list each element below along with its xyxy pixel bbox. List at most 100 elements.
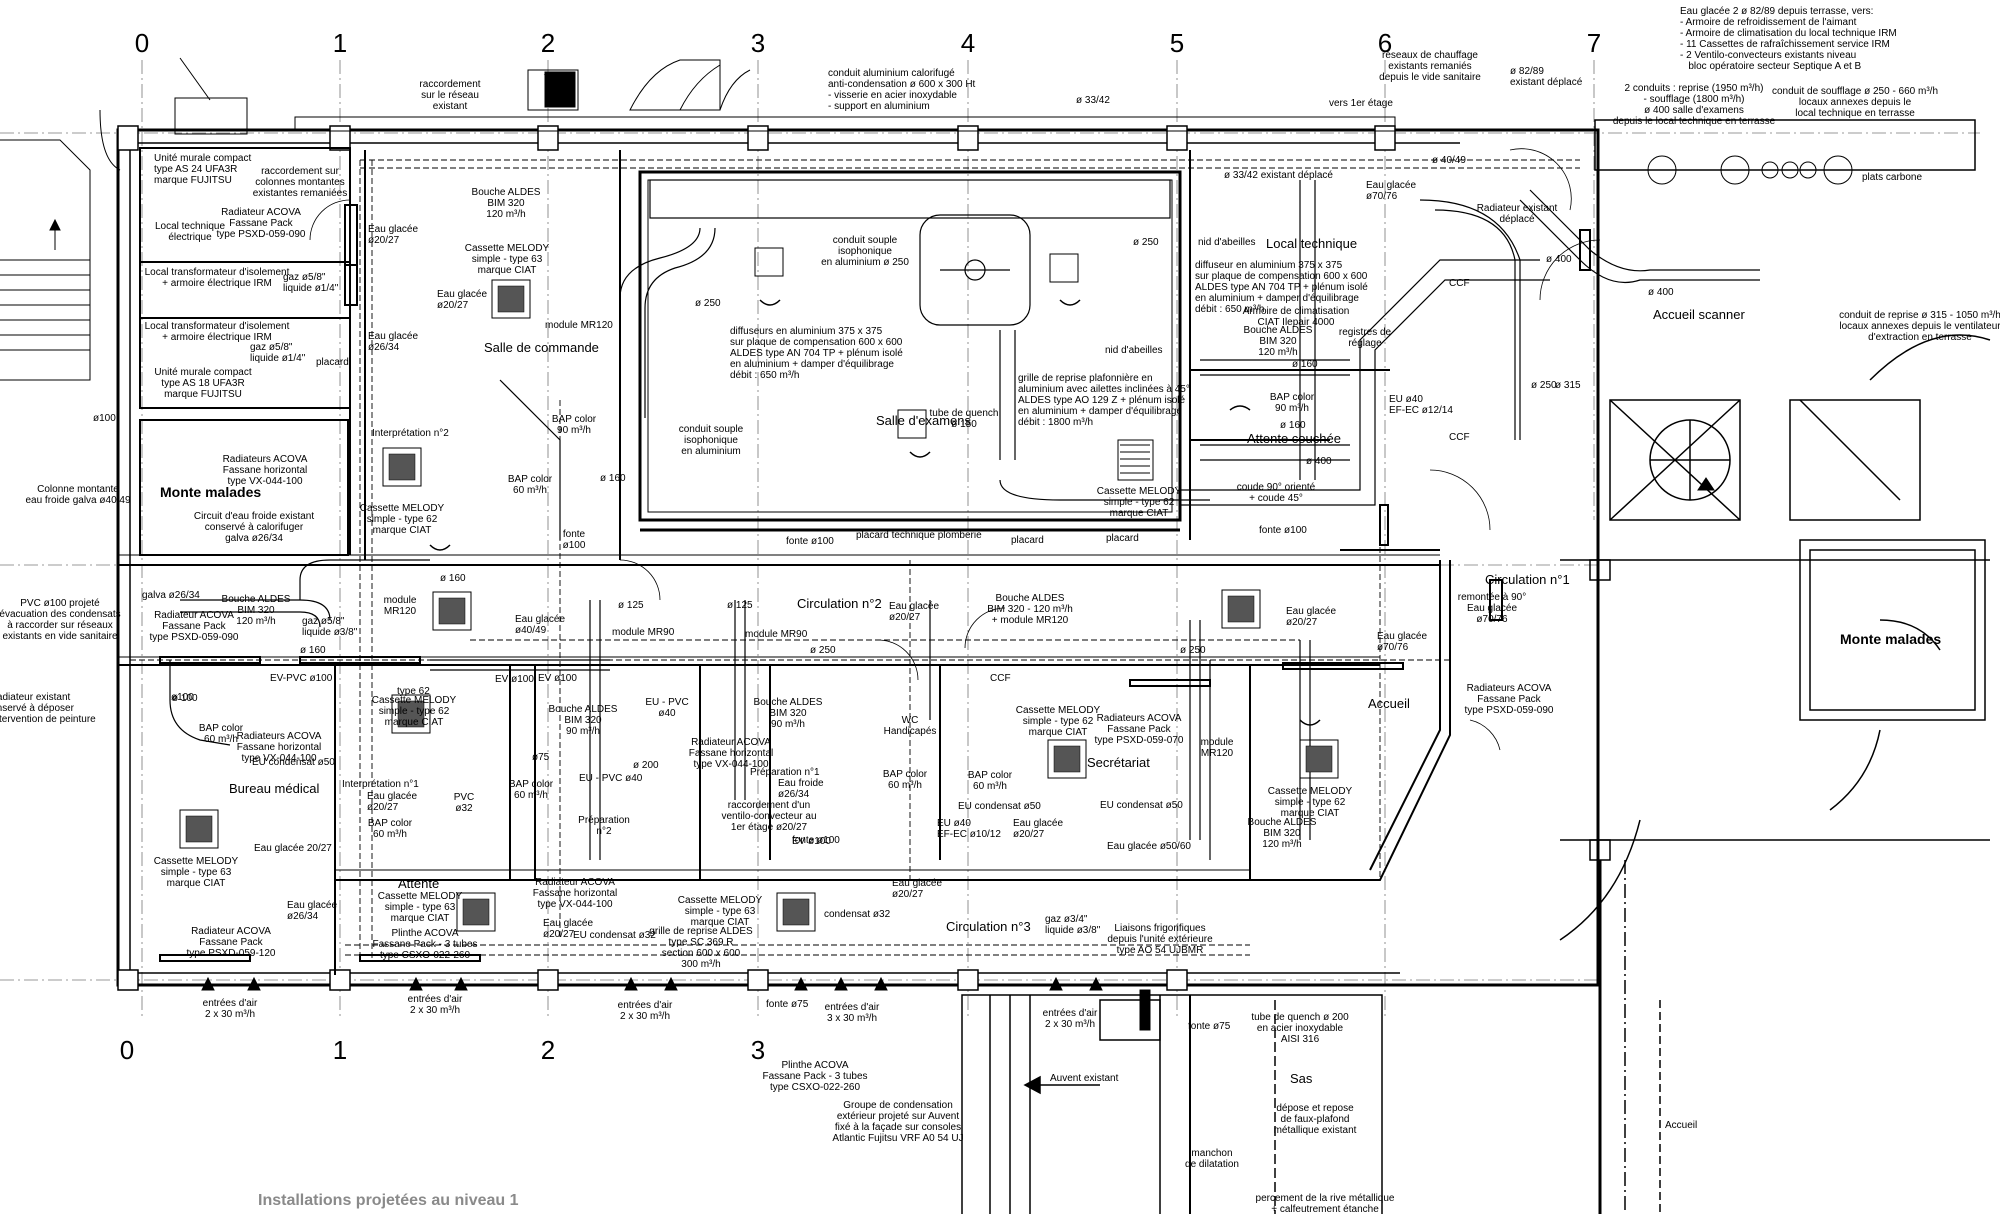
room-salle-commande: Salle de commande	[484, 340, 599, 355]
note-d250-e: ø 250	[695, 298, 721, 309]
axis-label-top-7: 7	[1586, 28, 1602, 58]
note-condensat-32: condensat ø32	[824, 909, 891, 920]
note-depose-repose: dépose et repose de faux-plafond métalli…	[1273, 1103, 1357, 1136]
radiators	[159, 204, 1591, 962]
note-eau-glacee-5060: Eau glacée ø50/60	[1107, 841, 1191, 852]
bold-markers	[544, 71, 1715, 1031]
room-circulation-2: Circulation n°2	[797, 596, 882, 611]
note-gaz38: gaz ø5/8" liquide ø3/8"	[302, 616, 358, 638]
note-conduit-souple-2: conduit souple isophonique en aluminium	[678, 424, 744, 457]
axis-label-bottom-3: 3	[750, 1035, 766, 1065]
note-ev100-c: EV ø100	[792, 836, 831, 847]
note-d200: ø 200	[633, 760, 659, 771]
note-d400a: ø 400	[1546, 254, 1572, 265]
room-bureau-medical: Bureau médical	[229, 781, 320, 796]
note-grille-reprise: grille de reprise plafonnière en alumini…	[1018, 373, 1190, 428]
drawing-title: Installations projetées au niveau 1	[258, 1192, 519, 1209]
note-radiateur-acova-1: Radiateur ACOVA Fassane Pack type PSXD-0…	[216, 207, 306, 240]
note-grille-reprise-sc: grille de reprise ALDES type SC 369 R se…	[649, 926, 753, 970]
note-d3342-dep: ø 33/42 existant déplacé	[1224, 170, 1333, 181]
axis-label-top-3: 3	[750, 28, 766, 58]
note-d250-f: ø 250	[1531, 380, 1557, 391]
note-bouche-aldes-g: Bouche ALDES BIM 320 - 120 m³/h + module…	[987, 593, 1073, 626]
note-module-mr90-a: module MR90	[612, 627, 675, 638]
note-fonte-75-a: fonte ø75	[766, 999, 809, 1010]
room-circulation-3: Circulation n°3	[946, 919, 1031, 934]
note-placard-2: placard	[1011, 535, 1044, 546]
note-placard-technique: placard technique plomberie	[856, 530, 982, 541]
note-eau-glacee-top: Eau glacée 2 ø 82/89 depuis terrasse, ve…	[1680, 6, 1897, 72]
note-cassette-1: Cassette MELODY simple - type 63 marque …	[464, 243, 550, 276]
note-cassette-6: Cassette MELODY simple - type 63 marque …	[677, 895, 763, 928]
room-interpretation-2: Interprétation n°2	[372, 428, 449, 439]
note-conduit-souple-1: conduit souple isophonique en aluminium …	[821, 235, 909, 268]
note-eu-condensat-c: EU condensat ø50	[1100, 800, 1183, 811]
note-unite-murale-2: Unité murale compact type AS 18 UFA3R ma…	[154, 367, 252, 400]
note-tube-quench: tube de quench ø 150	[929, 408, 999, 430]
room-local-technique: Local technique	[1266, 236, 1358, 251]
note-d75: ø75	[532, 752, 550, 763]
note-armoire-clim: Armoire de climatisation CIAT Ilepair 40…	[1242, 306, 1350, 328]
note-d160-e: ø 160	[600, 473, 626, 484]
note-cassette-5: Cassette MELODY simple - type 63 marque …	[377, 891, 463, 924]
note-nid-abeilles-1: nid d'abeilles	[1198, 237, 1256, 248]
interior-walls	[118, 150, 1451, 975]
note-d100: ø100	[93, 413, 116, 424]
note-auvent: Auvent existant	[1050, 1073, 1119, 1084]
note-eau-glacee-7076-b: Eau glacée ø70/76	[1377, 631, 1428, 653]
note-cassette-4: Cassette MELODY simple - type 63 marque …	[153, 856, 239, 889]
axis-label-bottom-0: 0	[119, 1035, 135, 1065]
note-ev100-b: EV ø100	[538, 673, 577, 684]
note-colonne-montante: Colonne montante eau froide galva ø40/49	[25, 484, 131, 506]
note-conduit-soufflage: conduit de soufflage ø 250 - 660 m³/h lo…	[1771, 86, 1939, 119]
note-entrees-air-5: entrées d'air 2 x 30 m³/h	[1042, 1008, 1098, 1030]
note-d3342: ø 33/42	[1076, 95, 1110, 106]
note-d100-2: ø100	[171, 692, 194, 703]
note-bouche-aldes-a: Bouche ALDES BIM 320 120 m³/h	[471, 187, 541, 220]
note-type62: type 62	[397, 686, 430, 697]
note-radiateur-acova-6: Radiateur ACOVA Fassane horizontal type …	[688, 737, 774, 770]
note-module-mr120-b: module MR120	[383, 595, 417, 617]
note-entrees-air-4: entrées d'air 3 x 30 m³/h	[824, 1002, 880, 1024]
note-d8289: ø 82/89 existant déplacé	[1510, 66, 1583, 88]
note-eau-froide-2634: Eau froide ø26/34	[778, 778, 824, 800]
note-pvc-100: PVC ø100 projeté évacuation des condensa…	[0, 598, 121, 642]
note-bouche-aldes-b: Bouche ALDES BIM 320 120 m³/h	[1243, 325, 1313, 358]
room-monte-malades-left: Monte malades	[160, 484, 262, 500]
note-entrees-air-2: entrées d'air 2 x 30 m³/h	[407, 994, 463, 1016]
note-unite-murale-1: Unité murale compact type AS 24 UFA3R ma…	[154, 153, 252, 186]
terrace-ducts	[1647, 155, 1853, 185]
note-fonte-100-b: fonte ø100	[1259, 525, 1307, 536]
note-radiateur-acova-5: Radiateur ACOVA Fassane horizontal type …	[532, 877, 618, 910]
axis-label-top-1: 1	[332, 28, 348, 58]
left-stair	[0, 109, 121, 381]
note-bap-60-a: BAP color 60 m³/h	[507, 474, 553, 496]
air-inlets	[201, 976, 1103, 991]
note-eau-glacee-2027-g: Eau glacée ø20/27	[1013, 818, 1064, 840]
room-attente-couchee: Attente couchée	[1247, 431, 1341, 446]
axis-label-bottom-2: 2	[540, 1035, 556, 1065]
note-radiateur-acova-7: Radiateur ACOVA Fassane Pack type PSXD-0…	[186, 926, 276, 959]
note-eau-glacee-2634-b: Eau glacée ø26/34	[287, 900, 338, 922]
note-manchon: manchon de dilatation	[1185, 1148, 1239, 1170]
note-coude: coude 90° orienté + coude 45°	[1236, 482, 1316, 504]
exam-room-walls	[638, 170, 1182, 532]
note-bap-60-c: BAP color 60 m³/h	[508, 779, 554, 801]
note-bap-90-a: BAP color 90 m³/h	[551, 414, 597, 436]
note-plinthe-1: Plinthe ACOVA Fassane Pack - 3 tubes typ…	[372, 928, 478, 961]
note-eu-condensat-b: EU condensat ø50	[958, 801, 1041, 812]
room-sas: Sas	[1290, 1071, 1313, 1086]
note-radiateur-existant: Radiateur existant conservé à déposer po…	[0, 692, 96, 725]
note-d400b: ø 400	[1648, 287, 1674, 298]
note-fonte-100-d: fonte ø100	[792, 835, 840, 846]
note-cassette-2: Cassette MELODY simple - type 62 marque …	[359, 503, 445, 536]
note-bap-60-f: BAP color 60 m³/h	[967, 770, 1013, 792]
note-circuit-eau-froide: Circuit d'eau froide existant conservé à…	[193, 511, 315, 544]
note-placard-3: placard	[1106, 533, 1139, 544]
note-gaz34: gaz ø3/4" liquide ø3/8"	[1045, 914, 1101, 936]
note-radiateur-acova-4: Radiateurs ACOVA Fassane horizontal type…	[236, 731, 322, 764]
note-d315: ø 315	[1555, 380, 1581, 391]
note-eu40: EU ø40 EF-EC ø12/14	[1389, 394, 1453, 416]
note-d125-a: ø 125	[618, 600, 644, 611]
note-eu-condensat-32: EU condensat ø32	[573, 930, 656, 941]
